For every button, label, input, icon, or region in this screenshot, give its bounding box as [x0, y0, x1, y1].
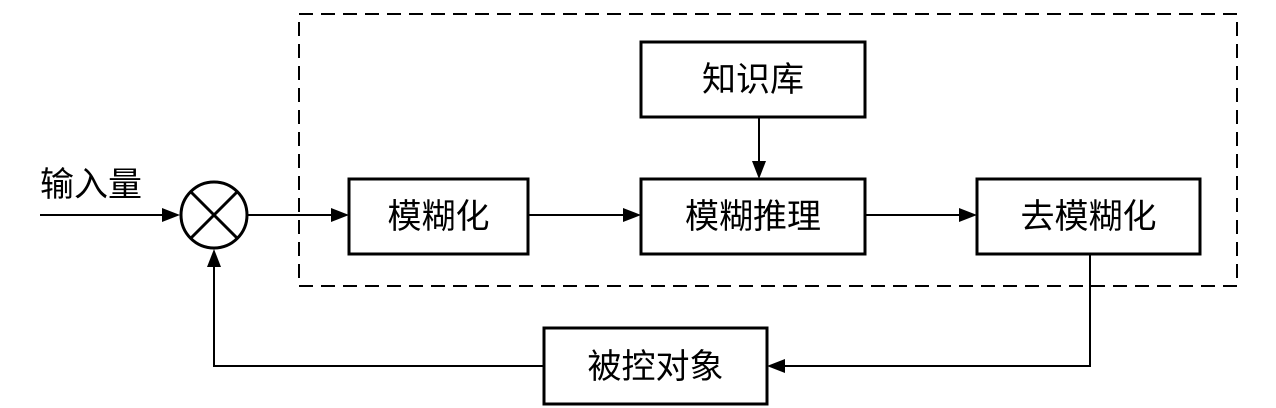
arrowhead-to-fuzzify — [331, 208, 349, 222]
fuzzify-label: 模糊化 — [388, 197, 490, 237]
knowledge-base-label: 知识库 — [702, 60, 804, 100]
arrowhead-to-defuzzify — [959, 208, 977, 222]
defuzzify-block: 去模糊化 — [975, 177, 1202, 256]
wire-defuzzify-to-plant — [782, 254, 1091, 367]
multiply-cross-icon — [189, 190, 239, 240]
defuzzify-label: 去模糊化 — [1021, 197, 1157, 237]
arrowhead-to-plant — [767, 359, 785, 373]
feedback-arrowhead — [207, 249, 221, 267]
feedback-wire — [213, 264, 544, 367]
arrowhead-to-inference — [623, 208, 641, 222]
fuzzy-controller-boundary — [298, 13, 1238, 287]
input-label: 输入量 — [40, 165, 142, 205]
fuzzify-block: 模糊化 — [347, 177, 530, 256]
summing-junction — [179, 180, 249, 250]
arrowhead-knowledge-to-inference — [752, 161, 766, 179]
plant-block: 被控对象 — [542, 326, 769, 406]
input-arrowhead — [162, 208, 180, 222]
inference-label: 模糊推理 — [685, 197, 821, 237]
plant-label: 被控对象 — [588, 347, 724, 387]
inference-block: 模糊推理 — [639, 177, 867, 256]
knowledge-base-block: 知识库 — [639, 40, 867, 119]
